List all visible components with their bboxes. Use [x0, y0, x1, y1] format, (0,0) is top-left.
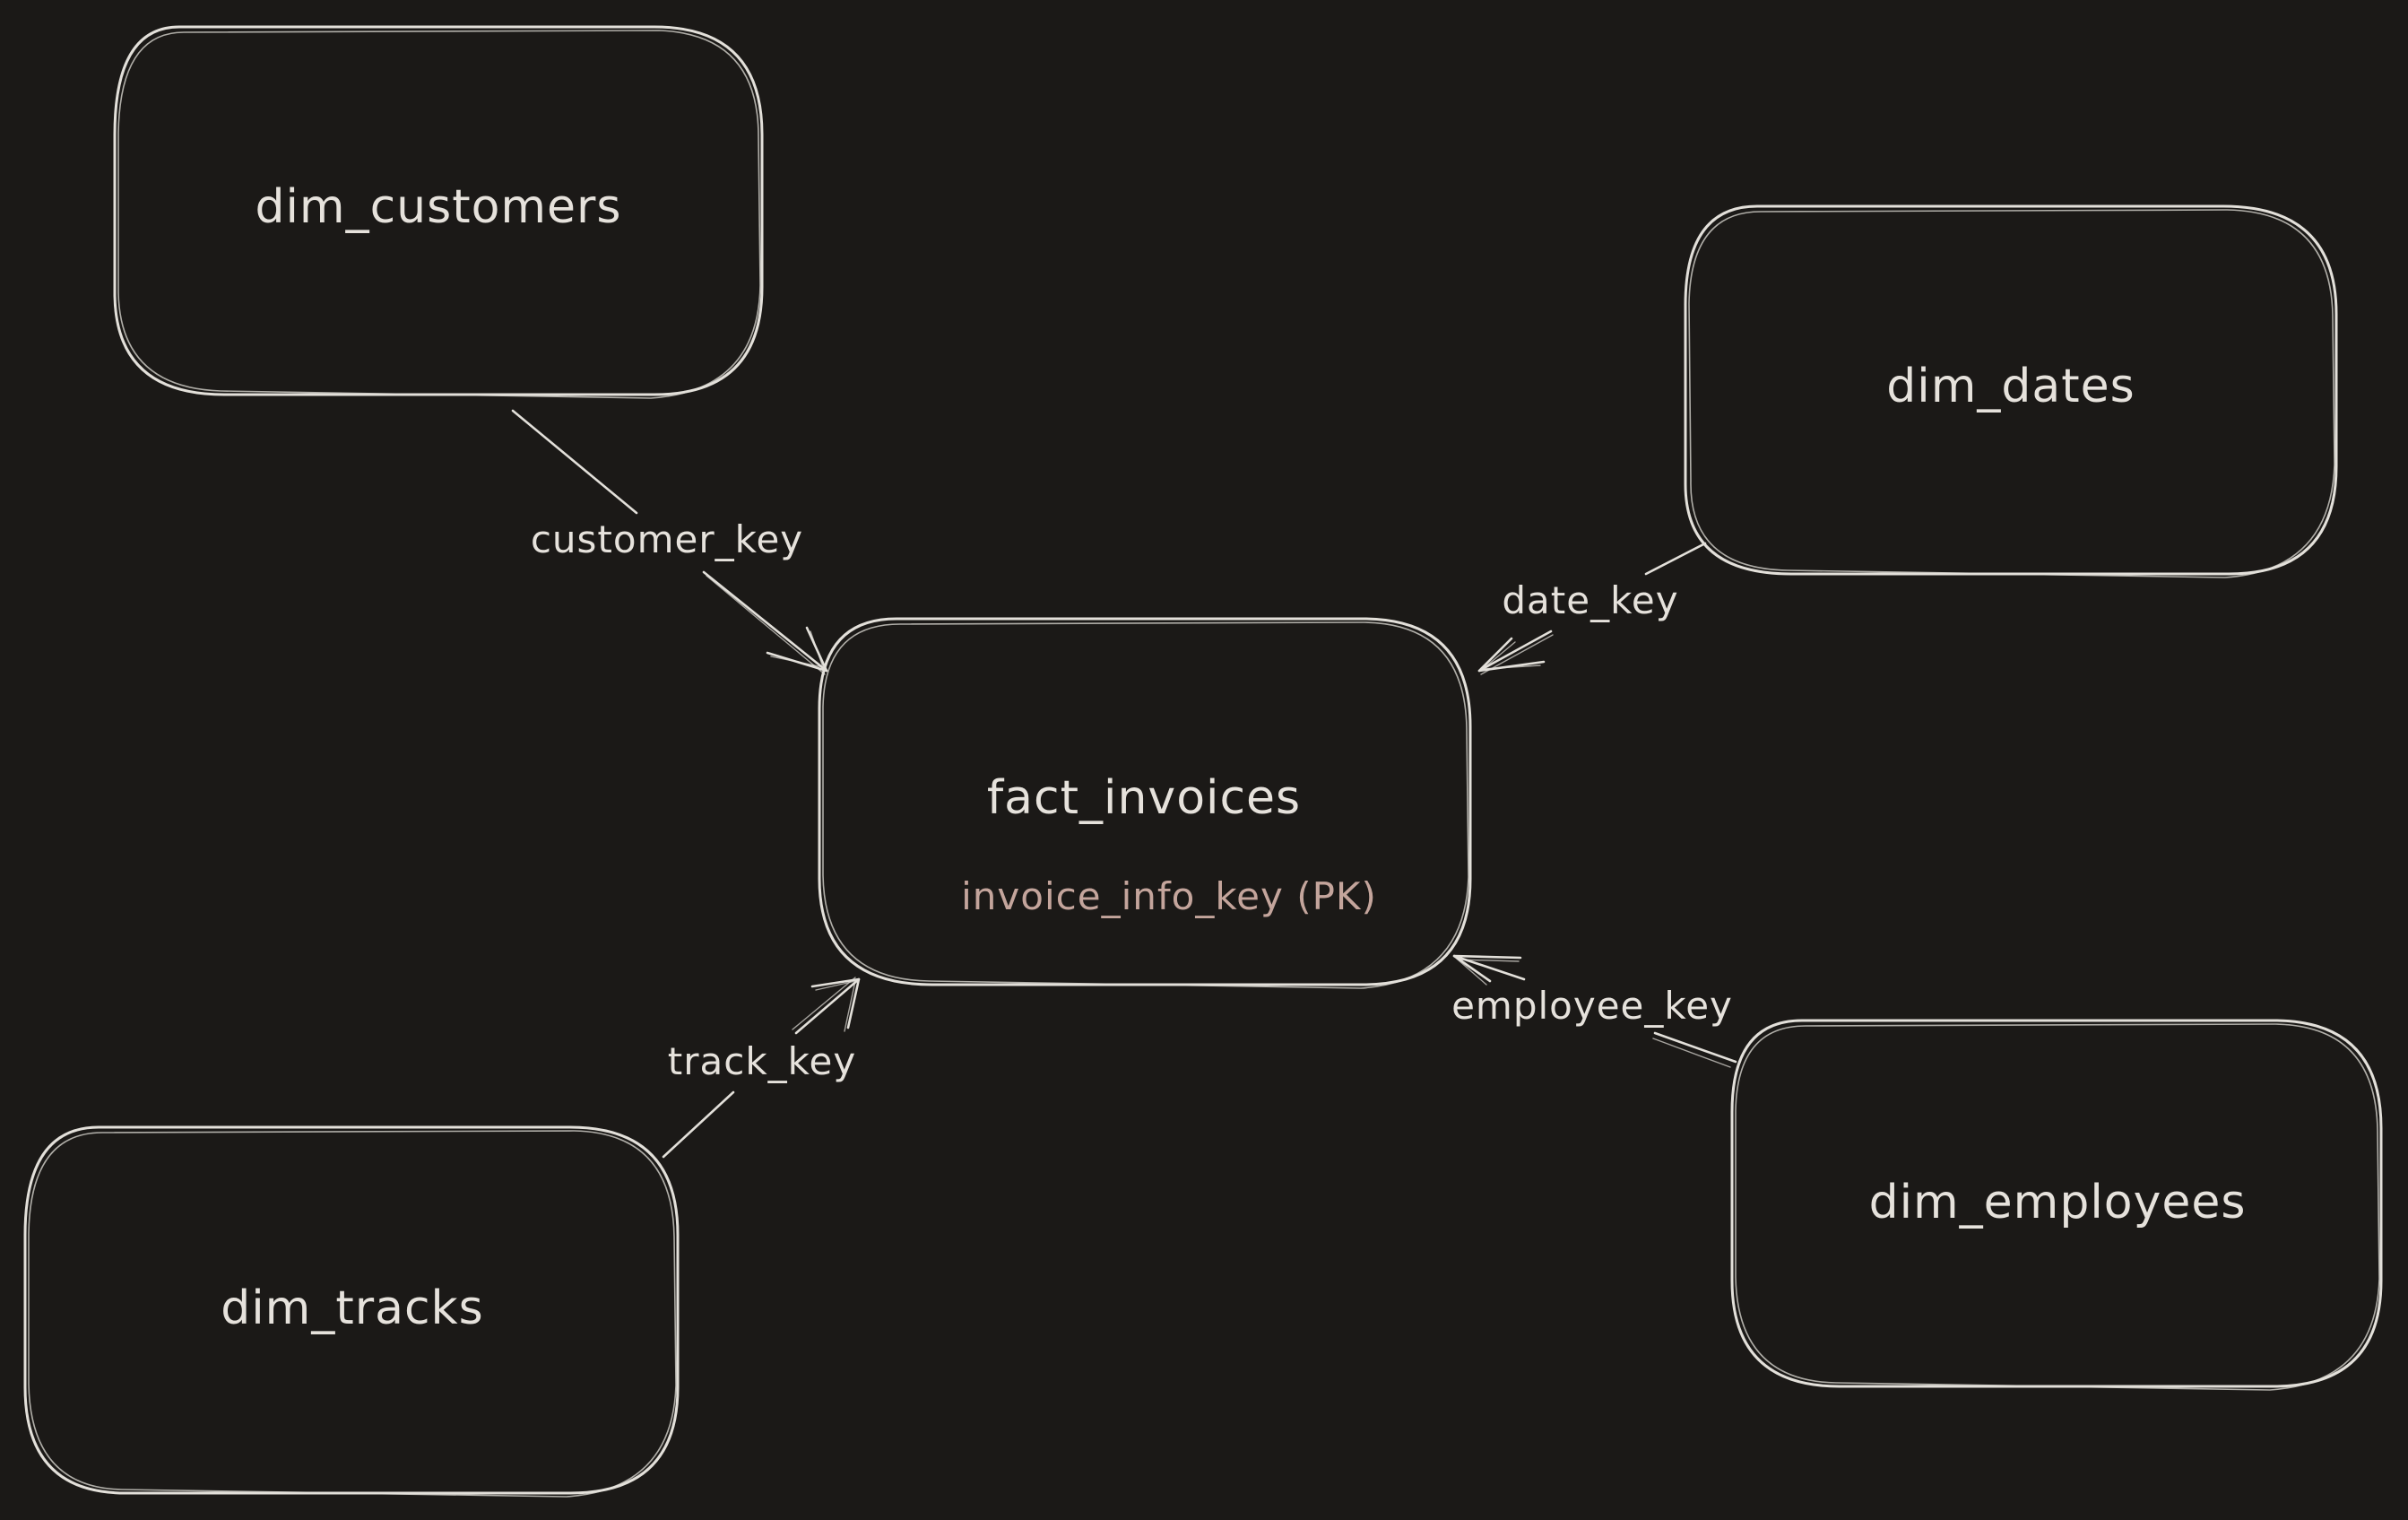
entity-dim-employees[interactable]: dim_employees — [1730, 1019, 2383, 1391]
connector-track-key-lower — [662, 1090, 735, 1159]
entity-fact-invoices-primary-key: invoice_info_key (PK) — [961, 874, 1377, 918]
connector-employee-key-lower — [1653, 1031, 1737, 1064]
arrowhead-employee-key — [1452, 954, 1522, 983]
arrowhead-date-key — [1477, 637, 1546, 673]
entity-dim-dates[interactable]: dim_dates — [1684, 204, 2338, 578]
connector-track-key-upper — [794, 977, 861, 1035]
relationship-date-key[interactable]: date_key — [1477, 542, 1707, 675]
relationship-track-key[interactable]: track_key — [662, 977, 861, 1159]
relationship-date-key-label: date_key — [1502, 578, 1678, 622]
arrowhead-customer-key — [766, 626, 828, 673]
relationship-track-key-label: track_key — [668, 1039, 856, 1083]
entity-dim-employees-label: dim_employees — [1869, 1176, 2247, 1229]
connector-date-key-upper — [1644, 542, 1707, 576]
entity-dim-tracks[interactable]: dim_tracks — [23, 1125, 680, 1498]
entity-fact-invoices[interactable]: fact_invoices invoice_info_key (PK) — [818, 617, 1472, 989]
relationship-employee-key[interactable]: employee_key — [1451, 954, 1737, 1068]
connector-customer-key-lower — [702, 570, 828, 673]
entity-dim-dates-label: dim_dates — [1886, 360, 2135, 413]
entity-dim-tracks-label: dim_tracks — [221, 1281, 484, 1335]
entity-fact-invoices-label: fact_invoices — [987, 771, 1301, 825]
relationship-customer-key-label: customer_key — [531, 517, 803, 561]
relationship-employee-key-label: employee_key — [1451, 984, 1733, 1028]
relationship-customer-key[interactable]: customer_key — [511, 409, 828, 675]
connector-date-key-lower — [1477, 630, 1553, 673]
arrowhead-track-key — [810, 977, 861, 1029]
entity-dim-customers[interactable]: dim_customers — [113, 25, 764, 399]
entity-dim-customers-label: dim_customers — [255, 180, 621, 234]
connector-customer-key-upper — [511, 409, 638, 515]
